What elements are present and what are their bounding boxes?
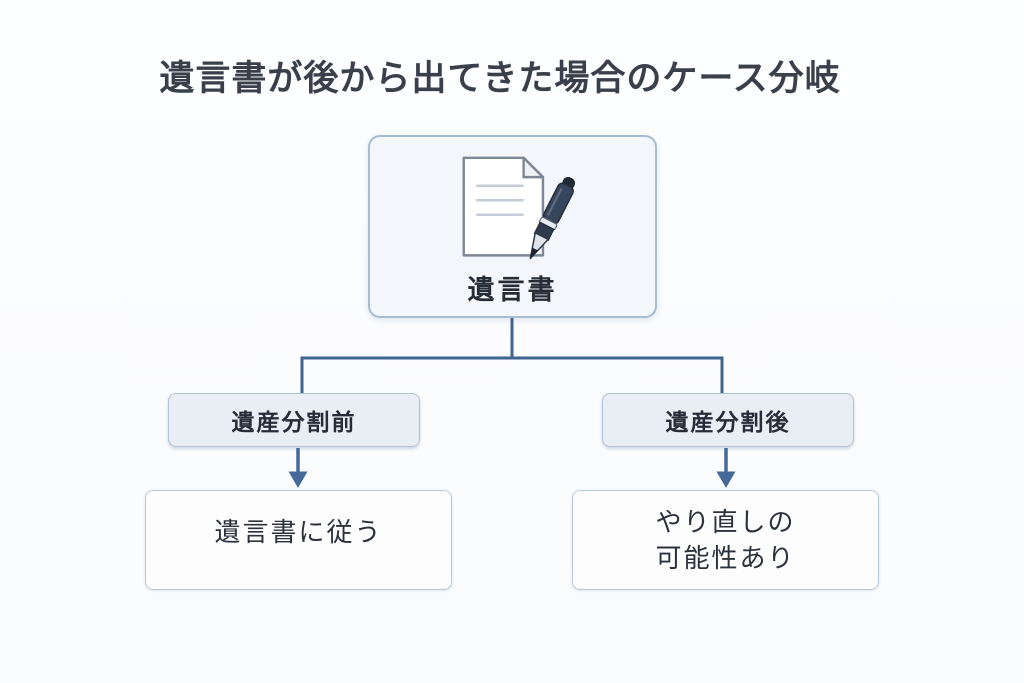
node-follow-will-label: 遺言書に従う: [214, 516, 383, 547]
node-after-division: 遺産分割後: [602, 393, 854, 447]
arrow-left-icon: [288, 448, 308, 488]
node-redo-possibility-line2: 可能性あり: [655, 543, 796, 573]
node-redo-possibility: やり直しの 可能性あり: [572, 490, 879, 590]
page-title: 遺言書が後から出てきた場合のケース分岐: [159, 59, 841, 98]
node-will: 遺言書: [368, 135, 657, 318]
arrow-right-icon: [716, 448, 736, 488]
node-redo-possibility-line1: やり直しの: [655, 506, 796, 537]
node-before-division: 遺産分割前: [168, 393, 420, 447]
node-follow-will: 遺言書に従う: [145, 490, 452, 590]
node-before-division-label: 遺産分割前: [231, 409, 357, 435]
node-will-label: 遺言書: [467, 275, 558, 305]
connector-branch-elbow: [300, 356, 724, 394]
document-pen-icon: [462, 156, 575, 260]
node-after-division-label: 遺産分割後: [665, 409, 791, 435]
